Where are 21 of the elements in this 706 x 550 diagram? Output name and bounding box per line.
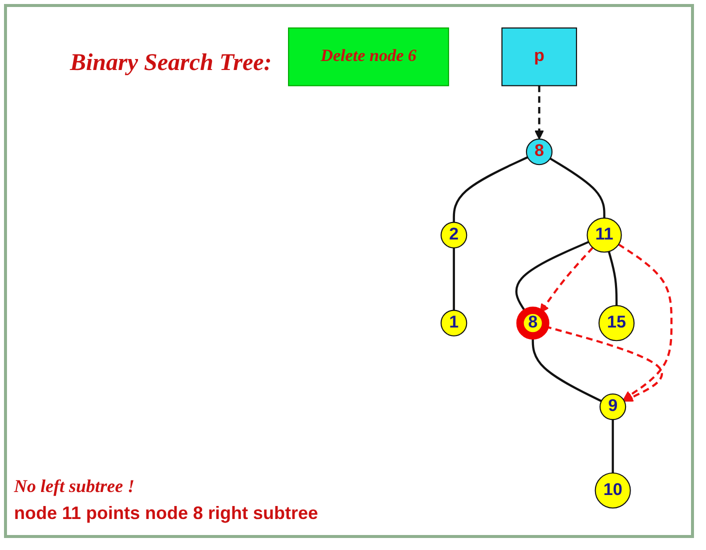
connector bbox=[550, 158, 606, 218]
connector bbox=[612, 420, 614, 473]
diagram-title: Binary Search Tree: bbox=[70, 50, 272, 77]
node-circle: 2 bbox=[440, 222, 468, 248]
connector bbox=[452, 156, 528, 222]
connector bbox=[452, 248, 455, 310]
node-circle: 8 bbox=[516, 306, 550, 340]
note-text: No left subtree ! bbox=[14, 476, 136, 497]
arrow bbox=[618, 244, 673, 400]
node-box: Delete node 6 bbox=[288, 27, 450, 86]
arrow bbox=[540, 246, 594, 314]
node-circle: 15 bbox=[598, 305, 635, 342]
node-circle: 1 bbox=[440, 310, 468, 336]
node-circle: 10 bbox=[594, 472, 631, 509]
arrow bbox=[534, 86, 544, 140]
annotation-text: node 11 points node 8 right subtree bbox=[14, 503, 318, 524]
node-circle: 8 bbox=[526, 138, 553, 166]
node-circle: 9 bbox=[600, 393, 626, 420]
node-box: p bbox=[501, 27, 578, 86]
node-circle: 11 bbox=[586, 218, 622, 253]
connector bbox=[608, 251, 618, 306]
